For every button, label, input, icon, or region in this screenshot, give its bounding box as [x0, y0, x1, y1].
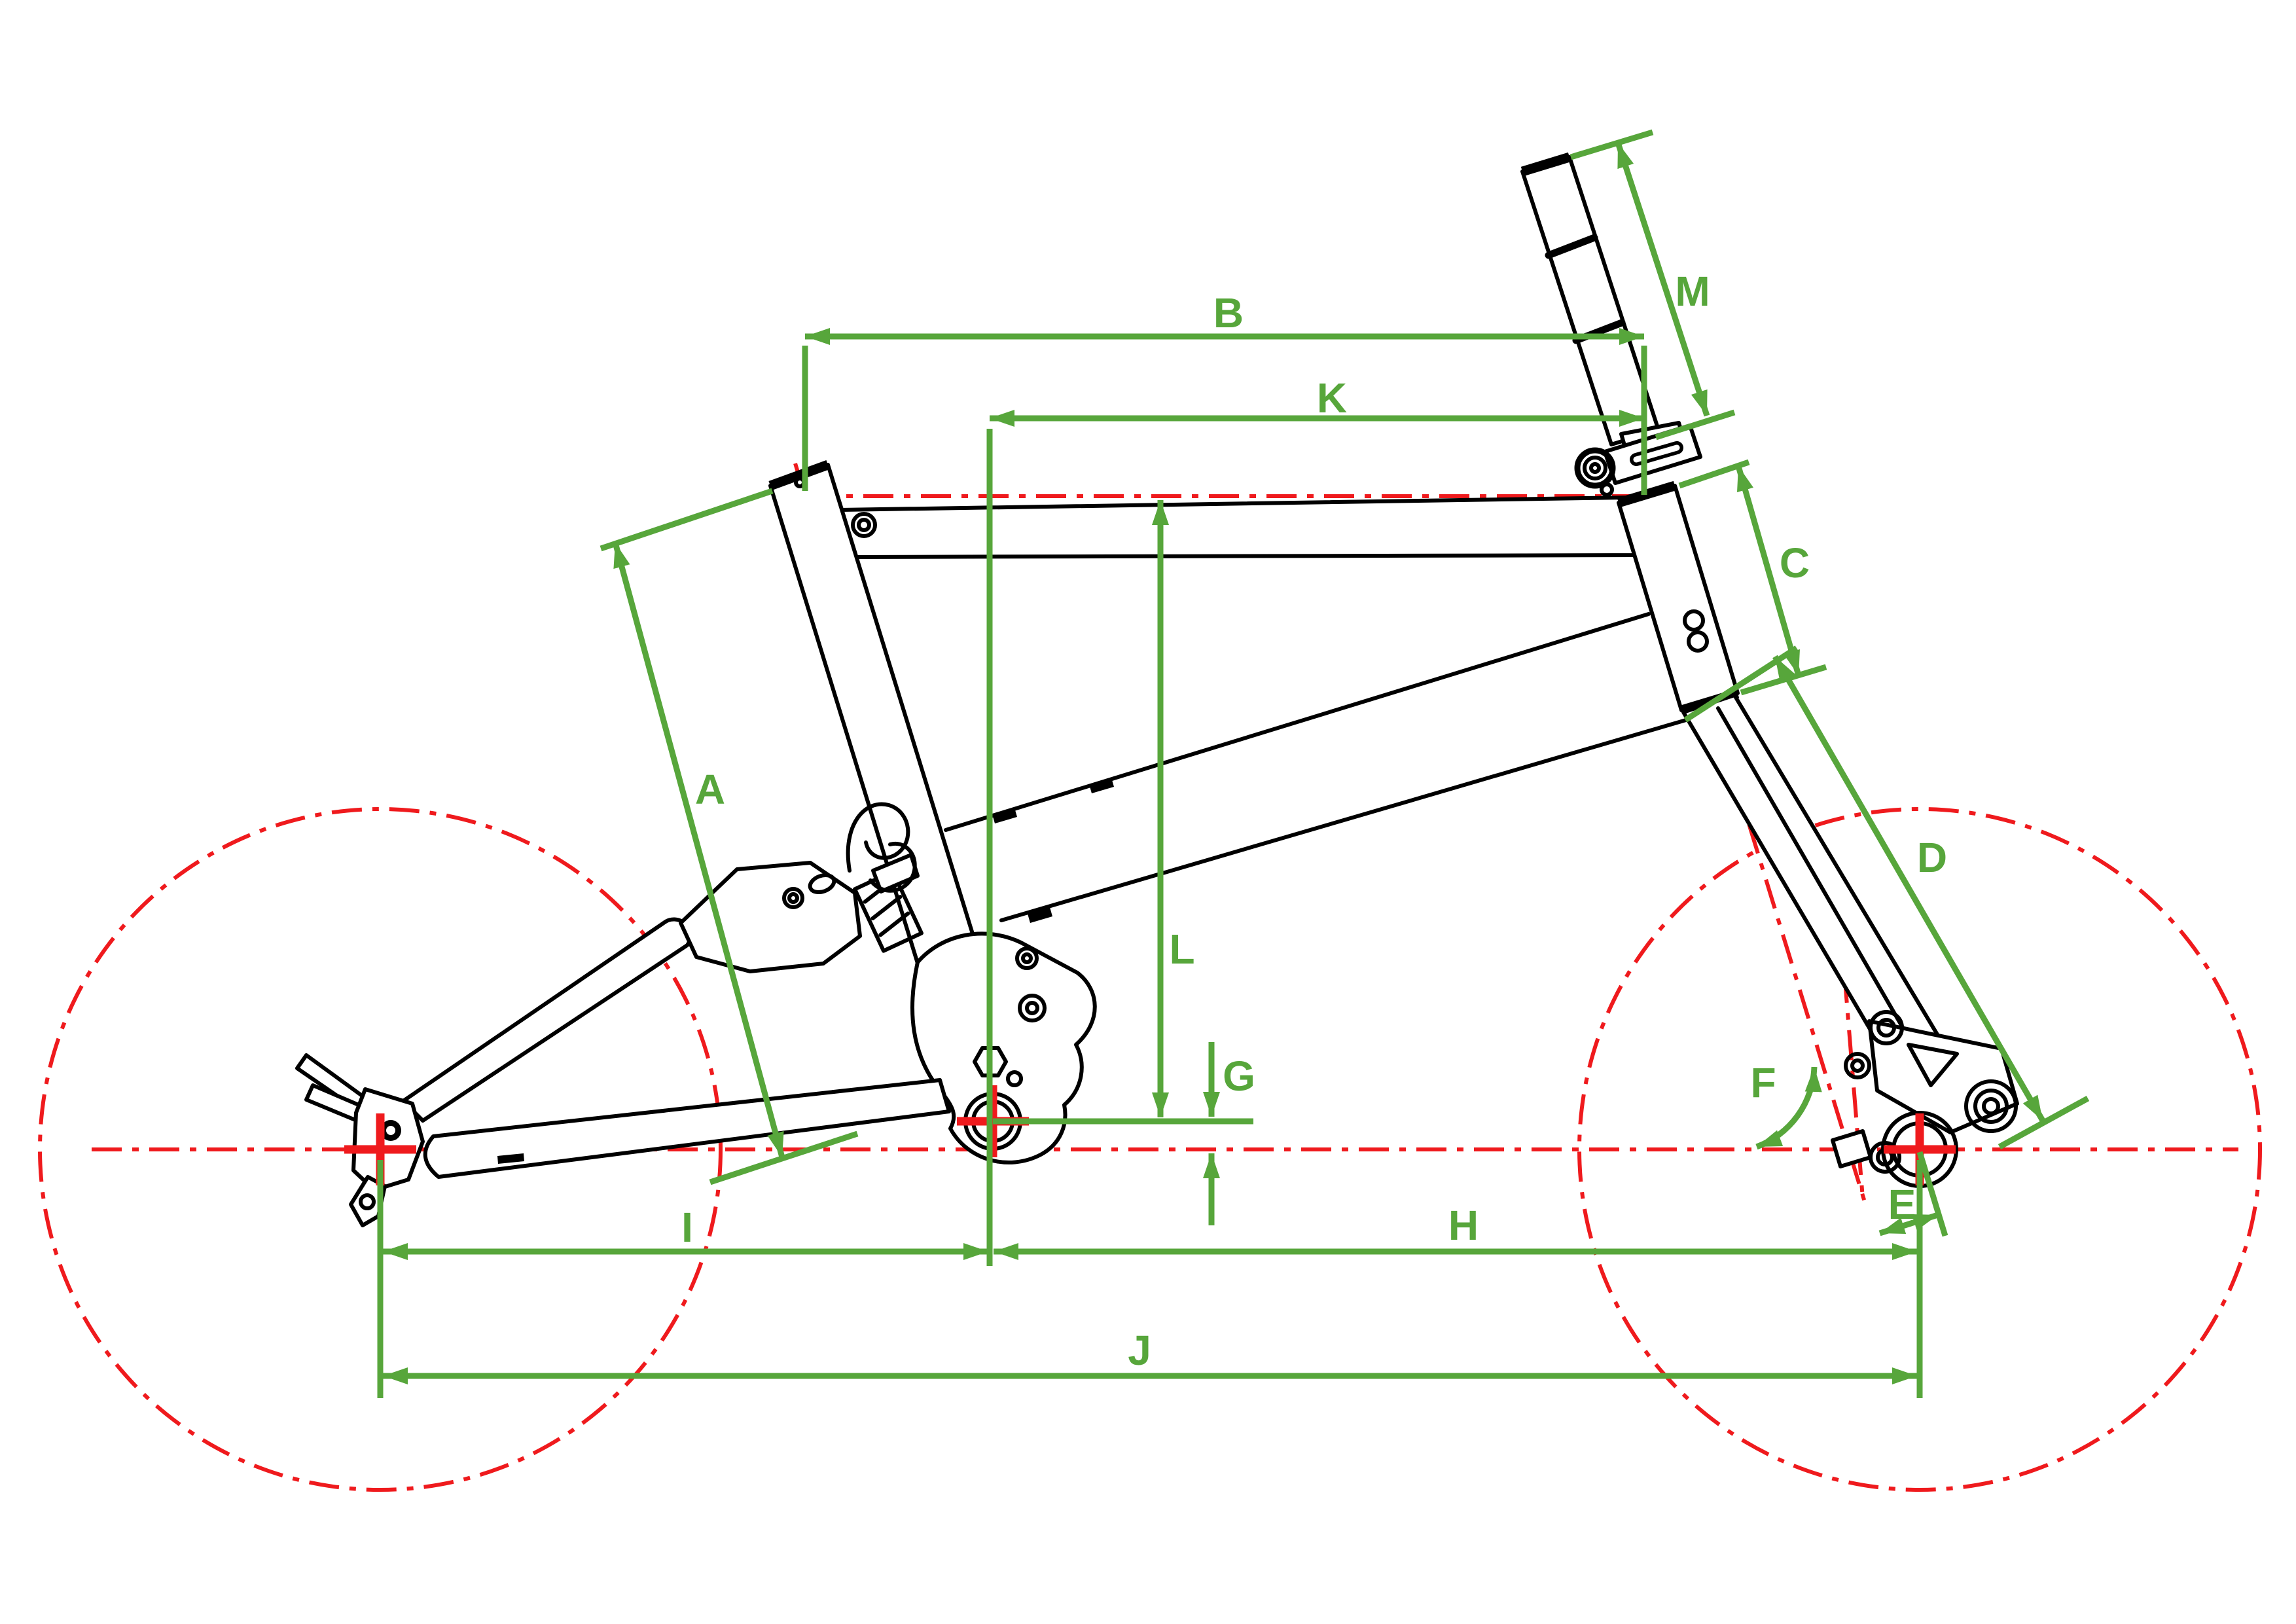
hex-cutout	[973, 1046, 1008, 1077]
dimension-label-d: D	[1917, 834, 1947, 881]
dimension-label-c: C	[1780, 539, 1810, 586]
dimension-label-l: L	[1169, 926, 1194, 973]
front-fork	[1681, 693, 2019, 1188]
dimension-label-m: M	[1675, 268, 1710, 315]
dimension-F: F	[1750, 1059, 1822, 1150]
dimension-M: M	[1570, 129, 1736, 441]
quick-release-lever	[1574, 447, 1616, 489]
dimension-label-a: A	[695, 766, 725, 813]
rear-swingarm	[401, 802, 951, 1179]
bottom-bracket-junction	[910, 931, 1097, 1164]
stem-adjust-joint	[1545, 234, 1598, 259]
dimension-E: E	[1878, 1151, 1948, 1237]
cable-guide	[1028, 907, 1052, 923]
stem-top-face	[1520, 152, 1571, 177]
dimension-I: I	[383, 1204, 988, 1260]
stem-riser	[1520, 152, 1702, 497]
head-tube	[1617, 480, 1740, 715]
dimension-label-j: J	[1128, 1327, 1151, 1374]
cable-guide	[992, 808, 1017, 823]
top-tube	[838, 496, 1650, 559]
cable-guide	[1089, 778, 1114, 793]
dimension-label-h: H	[1448, 1202, 1479, 1249]
dimension-D: D	[1683, 645, 2090, 1149]
dimension-B: B	[802, 289, 1647, 495]
front-wheel-circle	[1577, 807, 2262, 1492]
fold-hook	[846, 802, 910, 873]
down-tube	[944, 612, 1688, 923]
dimension-label-f: F	[1750, 1059, 1776, 1106]
centerlines	[38, 163, 2262, 1492]
dimension-label-i: I	[681, 1204, 693, 1251]
dimension-label-e: E	[1888, 1181, 1916, 1228]
dimension-label-g: G	[1223, 1053, 1255, 1100]
seatstay-upper-pivot	[851, 512, 877, 538]
extension-lines	[377, 1160, 1923, 1398]
dimension-L: L	[1152, 500, 1195, 1117]
dimension-H: H	[994, 1202, 1917, 1260]
rear-dropout	[295, 1053, 425, 1227]
dimension-label-b: B	[1213, 289, 1244, 336]
dimension-label-k: K	[1317, 374, 1347, 422]
dimension-J: J	[383, 1327, 1917, 1384]
dimension-G: G	[993, 1042, 1255, 1225]
dimension-K: K	[986, 374, 1644, 1266]
dimension-A: A	[600, 488, 859, 1185]
seatstay	[401, 917, 692, 1123]
dimensions: A B K M C D	[377, 129, 2090, 1398]
seat-tube-top-face	[768, 460, 830, 491]
